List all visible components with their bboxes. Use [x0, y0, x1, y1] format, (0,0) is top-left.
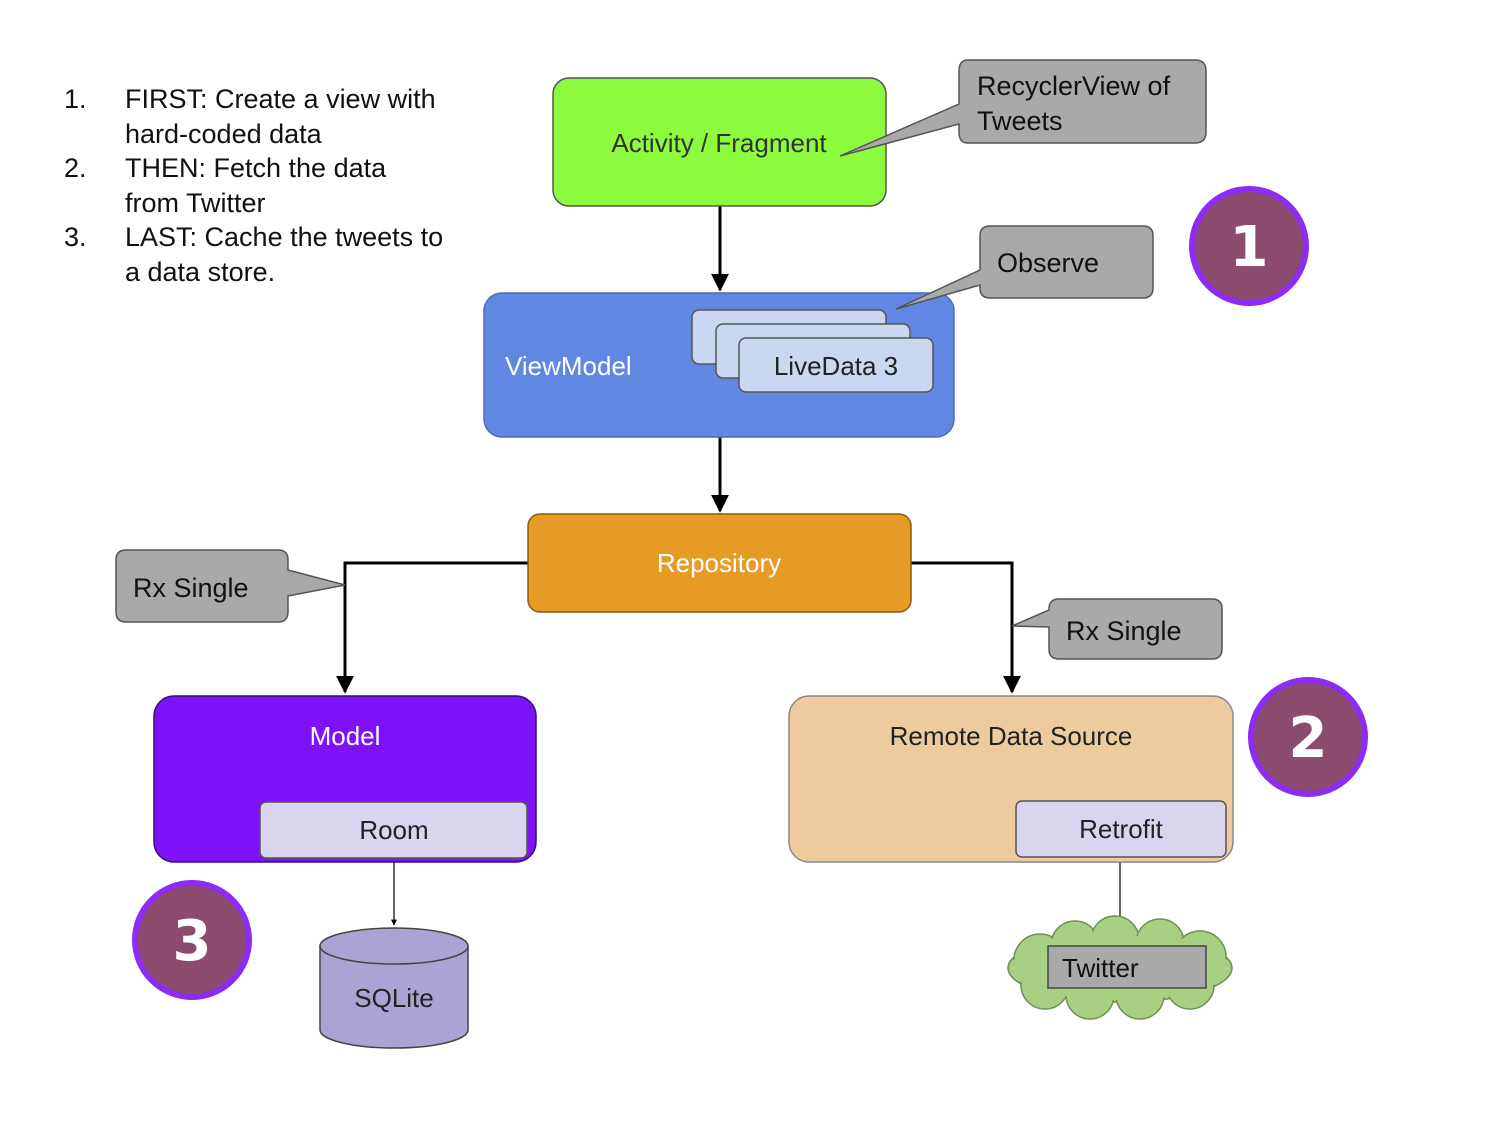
callout-recyclerview-text: RecyclerView of Tweets [977, 71, 1178, 136]
connector-repository-remote [911, 561, 1021, 694]
step-item: 1. FIRST: Create a view with hard-coded d… [64, 82, 444, 151]
step-number: 3. [64, 222, 87, 252]
step-item: 2. THEN: Fetch the data from Twitter [64, 151, 444, 220]
callout-rx-single-left-text: Rx Single [133, 573, 249, 603]
sqlite-label: SQLite [354, 983, 434, 1013]
viewmodel-node: ViewModel LiveData 3 [483, 292, 955, 438]
repository-node: Repository [527, 513, 912, 613]
step-number: 2. [64, 153, 87, 183]
retrofit-label: Retrofit [1079, 814, 1164, 844]
model-node: Model Room [153, 695, 537, 863]
callout-observe: Observe [895, 225, 1154, 310]
callout-recyclerview-line: Tweets [977, 106, 1063, 136]
remote-data-source-node: Remote Data Source Retrofit [788, 695, 1234, 863]
viewmodel-label: ViewModel [505, 351, 632, 381]
livedata-card [738, 337, 934, 393]
step-badge-1: 1 [1189, 186, 1309, 306]
room-card [259, 801, 528, 859]
twitter-box [1047, 945, 1207, 989]
steps-list: 1. FIRST: Create a view with hard-coded d… [64, 82, 444, 289]
step-badge-3-number: 3 [173, 909, 212, 974]
callout-recyclerview: RecyclerView of Tweets [839, 59, 1207, 157]
step-number: 1. [64, 84, 87, 114]
repository-label: Repository [657, 548, 781, 578]
step-text: LAST: Cache the tweets to a data store. [125, 222, 444, 287]
callout-observe-text: Observe [997, 248, 1099, 278]
sqlite-database-icon: SQLite [319, 927, 469, 1049]
room-label: Room [359, 815, 428, 845]
callout-recyclerview-line: RecyclerView of [977, 71, 1171, 101]
activity-fragment-node: Activity / Fragment [552, 77, 887, 207]
connector-repository-model [336, 561, 528, 694]
callout-rx-single-right-text: Rx Single [1066, 616, 1182, 646]
step-badge-2-number: 2 [1289, 706, 1328, 771]
step-item: 3. LAST: Cache the tweets to a data store… [64, 220, 444, 289]
step-text: THEN: Fetch the data from Twitter [125, 153, 387, 218]
step-badge-1-number: 1 [1230, 215, 1269, 280]
callout-rx-single-right: Rx Single [1011, 598, 1223, 660]
callout-rx-single-left: Rx Single [115, 549, 346, 623]
twitter-cloud-icon: Twitter [1007, 915, 1233, 1020]
remote-data-source-label: Remote Data Source [890, 721, 1133, 751]
model-label: Model [310, 721, 381, 751]
step-badge-3: 3 [132, 880, 252, 1000]
livedata-label: LiveData 3 [774, 351, 898, 381]
step-text: FIRST: Create a view with hard-coded dat… [125, 84, 436, 149]
step-badge-2: 2 [1248, 677, 1368, 797]
activity-fragment-label: Activity / Fragment [611, 128, 827, 158]
twitter-label: Twitter [1062, 953, 1139, 983]
retrofit-card [1015, 800, 1227, 858]
